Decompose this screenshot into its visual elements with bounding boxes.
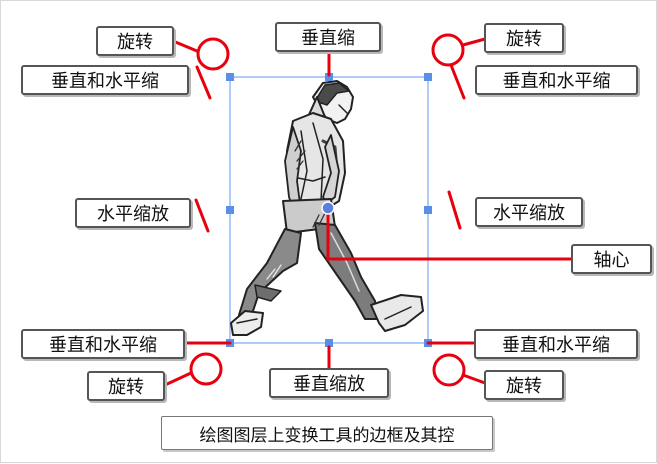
rotate-circle-top-left <box>196 37 230 71</box>
label-rotate-bottom-right: 旋转 <box>484 370 564 400</box>
label-scale-horizontal-left: 水平缩放 <box>75 198 191 228</box>
diagram-caption: 绘图图层上变换工具的边框及其控 <box>161 416 493 450</box>
label-scale-both-top-right: 垂直和水平缩 <box>475 65 638 95</box>
pivot-point <box>321 201 335 215</box>
label-pivot: 轴心 <box>571 244 652 274</box>
label-scale-both-top-left: 垂直和水平缩 <box>21 65 189 95</box>
handle-middle-left <box>226 206 234 214</box>
label-rotate-bottom-left: 旋转 <box>87 371 165 401</box>
handle-top-center <box>325 73 333 81</box>
rotate-circle-bottom-left <box>189 352 223 386</box>
rotate-circle-bottom-right <box>432 353 466 387</box>
label-scale-vertical-top: 垂直缩 <box>275 22 381 52</box>
label-rotate-top-left: 旋转 <box>96 26 174 56</box>
handle-bottom-center <box>325 339 333 347</box>
callout-lines <box>163 33 574 387</box>
label-scale-horizontal-right: 水平缩放 <box>475 197 583 227</box>
label-scale-both-bottom-right: 垂直和水平缩 <box>474 329 638 359</box>
label-rotate-top-right: 旋转 <box>484 23 564 53</box>
label-scale-vertical-bottom: 垂直缩放 <box>269 368 389 398</box>
handle-top-left <box>226 73 234 81</box>
handle-middle-right <box>424 206 432 214</box>
handle-top-right <box>424 73 432 81</box>
rotate-circle-top-right <box>431 33 465 67</box>
label-scale-both-bottom-left: 垂直和水平缩 <box>21 329 185 359</box>
